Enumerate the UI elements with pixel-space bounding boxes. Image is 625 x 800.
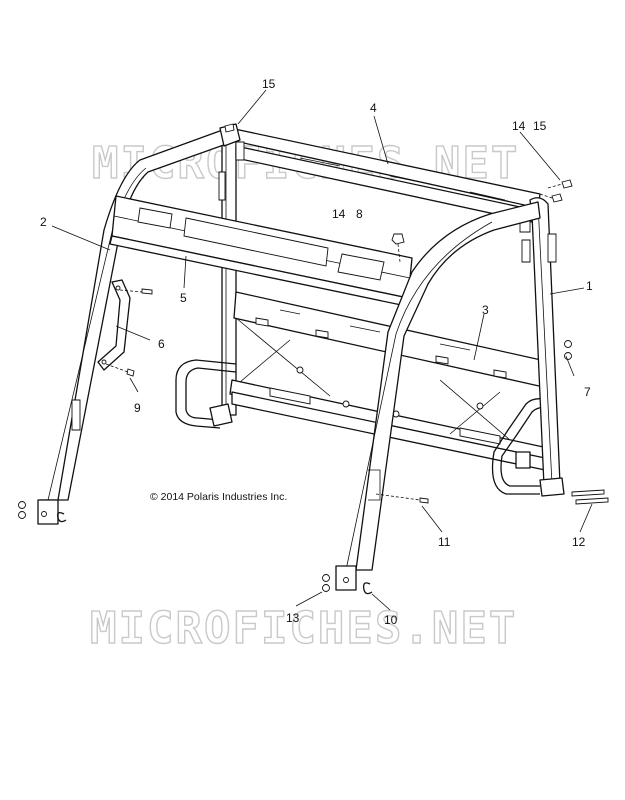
front-hoop-right	[335, 201, 541, 591]
callout-15-top: 15	[262, 77, 276, 91]
callout-14-center: 14	[332, 207, 346, 221]
callout-9: 9	[134, 401, 141, 415]
nut-13a-icon	[322, 574, 330, 582]
callout-15-right: 15	[533, 119, 547, 133]
callout-13: 13	[286, 611, 300, 625]
copyright-notice: © 2014 Polaris Industries Inc.	[150, 491, 287, 503]
clip-10-icon	[362, 582, 373, 595]
nut-13b-icon	[322, 584, 330, 592]
roof-rear-rail	[229, 127, 541, 233]
callout-8: 8	[356, 207, 363, 221]
bolt-14-icon	[551, 193, 563, 203]
callout-6: 6	[158, 337, 165, 351]
callout-3: 3	[482, 303, 489, 317]
nut-8-icon	[391, 233, 405, 245]
nut-7a-icon	[564, 340, 572, 348]
clip-10-left-icon	[56, 512, 67, 523]
bolt-12b-icon	[575, 497, 609, 505]
nut-13-left-b-icon	[18, 511, 26, 519]
bolt-15-icon	[561, 179, 573, 189]
bolt-9b-icon	[126, 368, 135, 377]
nut-7b-icon	[564, 352, 572, 360]
callout-12: 12	[572, 535, 586, 549]
rear-upright-left	[218, 139, 237, 416]
bolt-9a-icon	[141, 288, 153, 295]
front-cross-panel	[109, 195, 413, 307]
callout-14-right: 14	[512, 119, 526, 133]
bolt-15-top-icon	[224, 123, 235, 133]
callout-10: 10	[384, 613, 398, 627]
callout-2: 2	[40, 215, 47, 229]
callout-4: 4	[370, 101, 377, 115]
rear-upright-right	[521, 197, 565, 497]
callout-5: 5	[180, 291, 187, 305]
bolt-11-icon	[419, 497, 429, 504]
callout-1: 1	[586, 279, 593, 293]
leader-lines	[51, 89, 593, 611]
watermark-bottom: MICROFICHES.NET	[90, 603, 517, 654]
grab-handle-left	[175, 359, 237, 429]
bolt-12a-icon	[571, 489, 605, 497]
callout-7: 7	[584, 385, 591, 399]
callout-11: 11	[438, 535, 451, 549]
bracket-6	[97, 279, 131, 371]
nut-13-left-a-icon	[18, 501, 26, 509]
